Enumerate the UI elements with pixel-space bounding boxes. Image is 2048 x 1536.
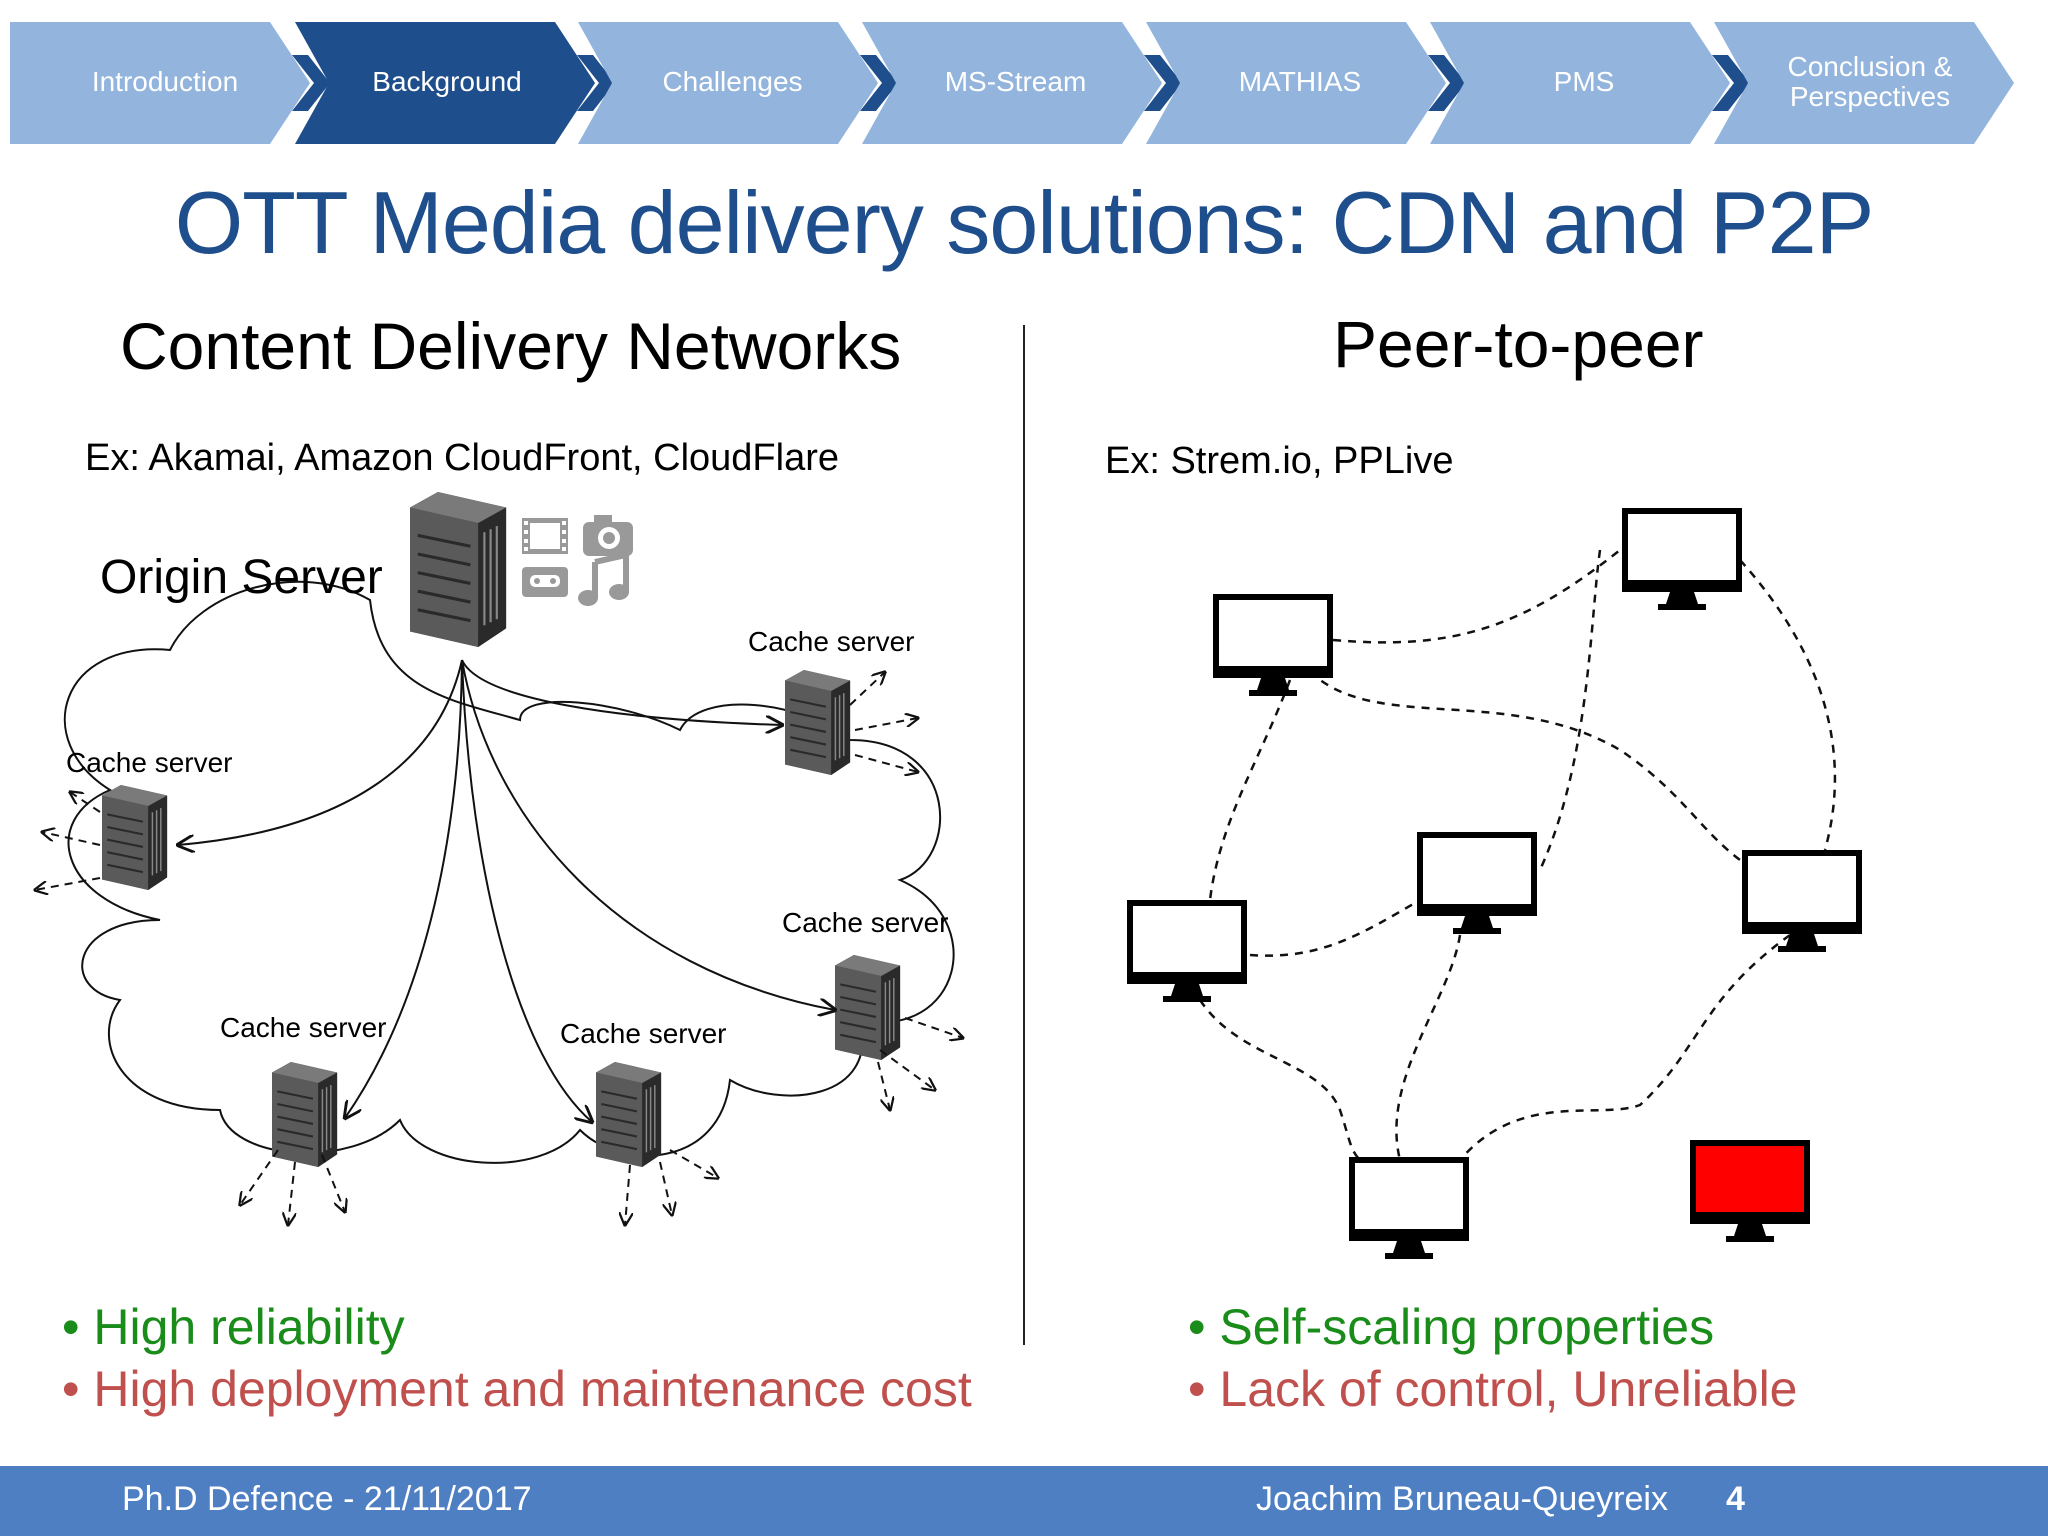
nav-item-introduction[interactable]: Introduction (91, 66, 239, 97)
peer-monitor-4 (1127, 900, 1247, 1002)
nav-chevron-0 (10, 22, 310, 144)
cache-server-right-icon (833, 953, 902, 1062)
peer-links (1198, 549, 1837, 1161)
cdn-examples: Ex: Akamai, Amazon CloudFront, CloudFlar… (85, 437, 840, 479)
nav-item-pms[interactable]: PMS (1553, 66, 1615, 97)
nav-item-ms-stream[interactable]: MS-Stream (944, 66, 1087, 97)
peer-monitor-3 (1417, 832, 1537, 934)
origin-server-label: Origin Server (100, 551, 383, 604)
music-note-icon (578, 551, 629, 606)
footer-author: Joachim Bruneau-Queyreix (1256, 1480, 1668, 1518)
nav-separator-chevron-icon (577, 55, 615, 111)
nav-separator-chevron-icon (1428, 55, 1466, 111)
nav-chevron-4 (1146, 22, 1446, 144)
nav-chevron-5 (1430, 22, 1730, 144)
nav-item-mathias[interactable]: MATHIAS (1238, 66, 1362, 97)
cassette-icon (522, 567, 568, 597)
nav-chevron-2 (578, 22, 878, 144)
client-arrows (35, 672, 963, 1225)
peer-monitor-2 (1622, 508, 1742, 610)
nav-chevrons (10, 22, 2014, 144)
nav-item-challenges[interactable]: Challenges (662, 66, 803, 97)
cache-server-label-top-right: Cache server (748, 626, 915, 657)
film-icon (522, 518, 568, 554)
peer-monitor-5 (1742, 850, 1862, 952)
cache-server-label-bottom-middle: Cache server (560, 1018, 727, 1049)
cdn-pro-text: High reliability (93, 1299, 405, 1355)
cache-server-bottom-left-icon (270, 1060, 339, 1169)
peer-monitor-6 (1349, 1157, 1469, 1259)
nav-item-conclusion[interactable]: Conclusion & Perspectives (1787, 51, 1953, 112)
cache-server-bottom-middle-icon (594, 1060, 663, 1169)
section-navigation: Introduction Background Challenges MS-St… (0, 0, 2048, 160)
p2p-pro-text: Self-scaling properties (1219, 1299, 1715, 1355)
p2p-pro-bullet: • Self-scaling properties (1188, 1299, 1715, 1355)
cdn-con-bullet: • High deployment and maintenance cost (62, 1361, 972, 1417)
footer-bar: Ph.D Defence - 21/11/2017 Joachim Brunea… (0, 1466, 2048, 1536)
p2p-con-bullet: • Lack of control, Unreliable (1188, 1361, 1798, 1417)
cdn-cloud (63, 580, 955, 1164)
origin-server-icon (408, 490, 508, 649)
cache-server-label-right: Cache server (782, 907, 949, 938)
failed-peer-monitor (1690, 1140, 1810, 1242)
peer-monitor-1 (1213, 594, 1333, 696)
nav-separator-chevron-icon (1144, 55, 1182, 111)
cdn-con-text: High deployment and maintenance cost (93, 1361, 972, 1417)
cdn-diagram (0, 490, 1020, 1260)
p2p-con-text: Lack of control, Unreliable (1219, 1361, 1798, 1417)
nav-chevron-1 (295, 22, 595, 144)
p2p-heading: Peer-to-peer (1333, 307, 1704, 381)
column-divider (1023, 325, 1025, 1345)
delivery-arrows (178, 659, 835, 1122)
cache-server-label-left: Cache server (66, 747, 233, 778)
cache-server-top-right-icon (783, 668, 852, 777)
p2p-examples: Ex: Strem.io, PPLive (1105, 440, 1454, 482)
nav-item-background[interactable]: Background (372, 66, 522, 97)
nav-chevron-6 (1714, 22, 2014, 144)
nav-separator-chevron-icon (1712, 55, 1750, 111)
cache-server-label-bottom-left: Cache server (220, 1012, 387, 1043)
p2p-diagram (1127, 508, 1862, 1259)
nav-chevron-3 (862, 22, 1162, 144)
camera-icon (583, 515, 633, 556)
slide-title: OTT Media delivery solutions: CDN and P2… (174, 173, 1875, 272)
page-number: 4 (1726, 1480, 1745, 1518)
cdn-pro-bullet: • High reliability (62, 1299, 405, 1355)
cdn-heading: Content Delivery Networks (120, 309, 902, 383)
cache-server-left-icon (100, 783, 169, 892)
footer-event: Ph.D Defence - 21/11/2017 (122, 1480, 532, 1518)
nav-separator-chevron-icon (292, 55, 330, 111)
nav-separator-chevron-icon (860, 55, 898, 111)
